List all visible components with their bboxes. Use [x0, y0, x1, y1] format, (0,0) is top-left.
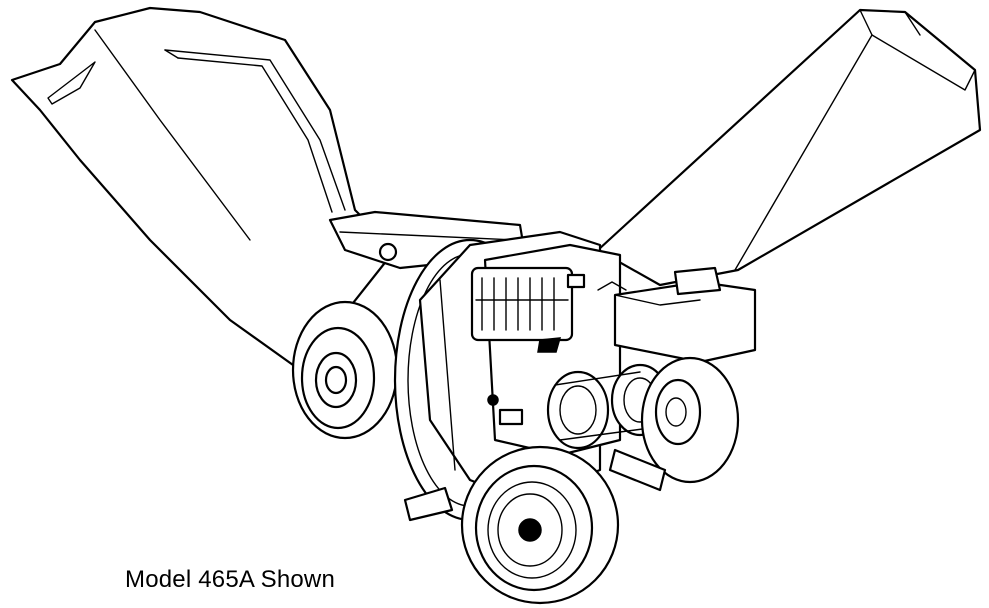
left-hopper — [10, 6, 397, 372]
rear-right-wheel — [640, 356, 740, 484]
discharge-chute — [596, 8, 982, 287]
rear-left-wheel — [291, 300, 399, 440]
front-wheel — [460, 445, 667, 605]
figure-caption: Model 465A Shown — [125, 566, 336, 593]
